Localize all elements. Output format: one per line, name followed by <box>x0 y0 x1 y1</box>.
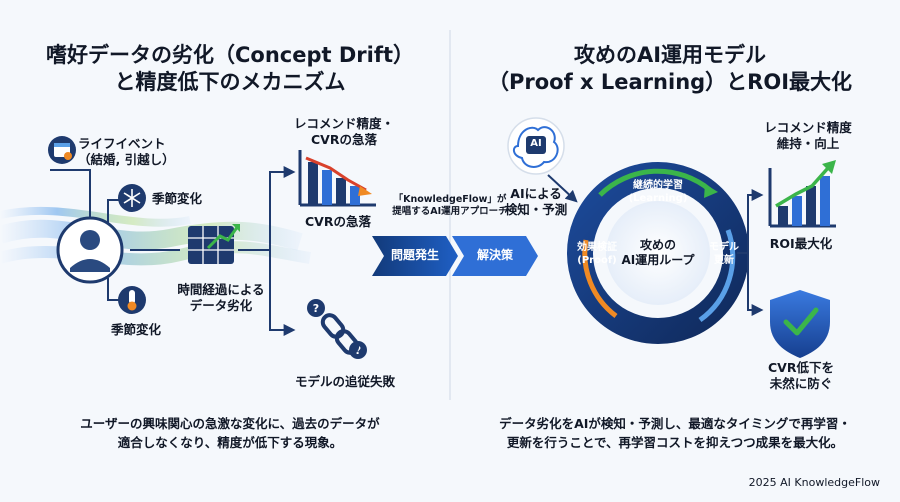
loop-update-label: モデル 更新 <box>709 242 739 266</box>
loop-learning-label: 継続的学習 (Learning) <box>628 180 688 204</box>
left-description: ユーザーの興味関心の急激な変化に、過去のデータが 適合しなくなり、精度が低下する… <box>80 416 380 451</box>
ai-badge: AI <box>530 138 542 149</box>
model-fail-label: モデルの追従失敗 <box>294 374 395 389</box>
user-icon <box>56 216 124 284</box>
thermometer-icon <box>118 286 146 314</box>
shield-check-icon <box>770 290 830 358</box>
data-table-icon <box>188 224 240 264</box>
svg-text:?: ? <box>355 344 361 357</box>
proposal-label: 「KnowledgeFlow」が 提唱するAI運用アプローチ <box>392 194 508 217</box>
cvr-prevent-label: CVR低下を 未然に防ぐ <box>768 360 834 391</box>
ai-to-loop-arrow <box>547 174 578 203</box>
ai-operation-loop <box>567 162 749 344</box>
season-top-label: 季節変化 <box>152 191 203 206</box>
loop-proof-label: 効果検証 (Proof) <box>577 242 617 266</box>
season-bottom-label: 季節変化 <box>110 322 161 337</box>
cvr-drop-label: CVRの急落 <box>305 214 371 229</box>
ai-label: AIによる 検知・予測 <box>504 186 568 217</box>
life-event-label: ライフイベント （結婚, 引越し） <box>78 136 175 167</box>
calendar-icon <box>48 136 76 164</box>
result-arrows <box>737 189 764 316</box>
rising-chart-icon <box>768 160 836 228</box>
right-description: データ劣化をAIが検知・予測し、最適なタイミングで再学習・ 更新を行うことで、再… <box>499 416 851 451</box>
solution-label: 解決策 <box>476 248 513 262</box>
right-title: 攻めのAI運用モデル （Proof x Learning）とROI最大化 <box>487 43 853 95</box>
person-connectors <box>50 169 180 301</box>
left-title: 嗜好データの劣化（Concept Drift） と精度低下のメカニズム <box>45 43 415 95</box>
rec-drop-label: レコメンド精度・ CVRの急落 <box>293 116 394 147</box>
snowflake-icon <box>118 184 146 212</box>
data-stream-decoration <box>0 206 311 266</box>
rec-maintain-label: レコメンド精度 維持・向上 <box>764 120 852 151</box>
svg-text:?: ? <box>313 302 319 315</box>
split-arrows <box>238 166 296 336</box>
roi-label: ROI最大化 <box>769 236 833 251</box>
ai-brain-icon <box>507 117 565 175</box>
footer-credit: 2025 AI KnowledgeFlow <box>748 476 880 489</box>
broken-chain-icon: ? ? <box>307 299 367 359</box>
loop-center-label: 攻めの AI運用ループ <box>621 238 695 267</box>
data-degradation-label: 時間経過による データ劣化 <box>177 282 265 313</box>
falling-chart-icon <box>298 150 376 207</box>
problem-label: 問題発生 <box>390 248 439 262</box>
problem-solution-chevrons <box>372 236 538 276</box>
